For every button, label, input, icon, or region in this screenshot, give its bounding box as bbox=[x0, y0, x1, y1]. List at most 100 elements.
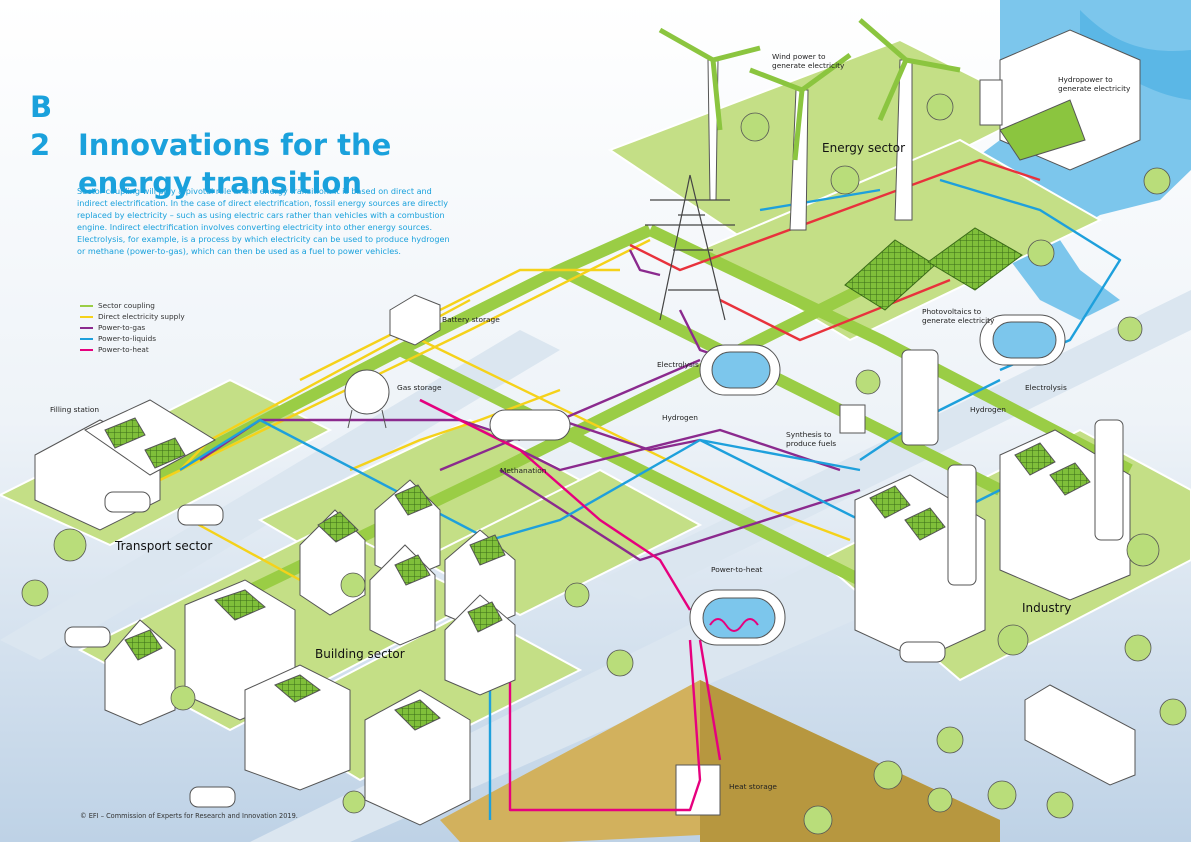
tree bbox=[936, 726, 964, 754]
houses bbox=[104, 479, 516, 826]
hydrogen-right-label: Hydrogen bbox=[970, 405, 1006, 414]
car bbox=[899, 641, 946, 663]
electrolysis-tanks bbox=[489, 314, 1066, 646]
tree bbox=[927, 787, 953, 813]
legend-swatch bbox=[80, 348, 93, 351]
hydro-dam bbox=[979, 29, 1141, 171]
building-sector-label: Building sector bbox=[315, 647, 405, 661]
legend: Sector coupling Direct electricity suppl… bbox=[80, 300, 185, 355]
car bbox=[177, 504, 224, 526]
car bbox=[189, 786, 236, 808]
tree bbox=[987, 780, 1017, 810]
title-number: B 2 bbox=[30, 90, 53, 162]
title-line-2: energy transition bbox=[78, 166, 362, 200]
tree bbox=[53, 528, 87, 562]
hydropower-label: Hydropower to generate electricity bbox=[1058, 75, 1131, 93]
title-line-1: Innovations for the bbox=[78, 128, 392, 162]
tree bbox=[1126, 533, 1160, 567]
tree bbox=[740, 112, 770, 142]
photovoltaics-label: Photovoltaics to generate electricity bbox=[922, 307, 995, 325]
gas-storage-tank bbox=[344, 369, 390, 429]
gas-storage-label: Gas storage bbox=[397, 383, 442, 392]
legend-label: Power-to-liquids bbox=[98, 334, 157, 343]
legend-swatch bbox=[80, 304, 93, 307]
industry-buildings bbox=[854, 419, 1131, 661]
tree bbox=[997, 624, 1029, 656]
energy-sector-label: Energy sector bbox=[822, 141, 906, 155]
apartment bbox=[364, 689, 471, 826]
tree bbox=[830, 165, 860, 195]
battery-storage bbox=[389, 294, 441, 346]
wind-turbine bbox=[749, 52, 852, 231]
legend-item: Direct electricity supply bbox=[80, 311, 185, 322]
house bbox=[374, 479, 441, 581]
trees bbox=[21, 93, 1187, 835]
electrolysis-right-label: Electrolysis bbox=[1025, 383, 1067, 392]
wind-turbine bbox=[658, 27, 761, 201]
legend-label: Power-to-gas bbox=[98, 323, 146, 332]
battery-storage-label: Battery storage bbox=[442, 315, 500, 324]
synthesis-label: Synthesis to produce fuels bbox=[786, 430, 837, 448]
synthesis-plant bbox=[839, 349, 939, 446]
tree bbox=[855, 369, 881, 395]
tree bbox=[1046, 791, 1074, 819]
house bbox=[104, 619, 176, 726]
wind-turbines bbox=[658, 18, 961, 231]
methanation-tank bbox=[489, 409, 571, 441]
legend-label: Direct electricity supply bbox=[98, 312, 185, 321]
tree bbox=[803, 805, 833, 835]
tree bbox=[340, 572, 366, 598]
house bbox=[369, 544, 436, 646]
tree bbox=[873, 760, 903, 790]
electrolysis-tank-center bbox=[699, 344, 781, 396]
legend-item: Sector coupling bbox=[80, 300, 185, 311]
tree bbox=[1117, 316, 1143, 342]
legend-swatch bbox=[80, 315, 93, 318]
legend-item: Power-to-gas bbox=[80, 322, 185, 333]
tree bbox=[1124, 634, 1152, 662]
sector-coupling-network bbox=[107, 224, 1133, 606]
tree bbox=[1143, 167, 1171, 195]
tree bbox=[1027, 239, 1055, 267]
copyright: © EFI – Commission of Experts for Resear… bbox=[80, 812, 298, 820]
legend-label: Sector coupling bbox=[98, 301, 155, 310]
tree bbox=[606, 649, 634, 677]
industry-label: Industry bbox=[1022, 601, 1072, 615]
tree bbox=[342, 790, 366, 814]
tree bbox=[170, 685, 196, 711]
electrolysis-tank-right bbox=[979, 314, 1066, 366]
hydrogen-center-label: Hydrogen bbox=[662, 413, 698, 422]
solar-fields bbox=[844, 227, 1023, 311]
electrolysis-center-label: Electrolysis bbox=[657, 360, 699, 369]
wind-turbine bbox=[858, 18, 961, 221]
apartment bbox=[244, 664, 351, 791]
page-title: B 2 Innovations for the energy transition bbox=[30, 88, 391, 202]
intro-text: Sector coupling will play a pivotal role… bbox=[77, 186, 450, 256]
vehicles bbox=[64, 491, 1136, 808]
tree bbox=[564, 582, 590, 608]
wind-power-label: Wind power to generate electricity bbox=[772, 52, 845, 70]
legend-swatch bbox=[80, 326, 93, 329]
bus bbox=[1024, 684, 1136, 786]
transport-sector-label: Transport sector bbox=[115, 539, 213, 553]
heat-storage-ground bbox=[440, 680, 1000, 842]
filling-station-label: Filling station bbox=[50, 405, 100, 414]
legend-swatch bbox=[80, 337, 93, 340]
car bbox=[64, 626, 111, 648]
heat-storage-tank bbox=[675, 764, 721, 816]
legend-item: Power-to-liquids bbox=[80, 333, 185, 344]
power-to-heat-tank bbox=[689, 589, 786, 646]
house bbox=[444, 529, 516, 631]
house bbox=[444, 594, 516, 696]
methanation-label: Methanation bbox=[500, 466, 547, 475]
car bbox=[104, 491, 151, 513]
tree bbox=[1159, 698, 1187, 726]
legend-item: Power-to-heat bbox=[80, 344, 185, 355]
power-pylon bbox=[645, 174, 735, 321]
tree bbox=[926, 93, 954, 121]
legend-label: Power-to-heat bbox=[98, 345, 149, 354]
tree bbox=[21, 579, 49, 607]
power-to-heat-label: Power-to-heat bbox=[711, 565, 763, 574]
heat-storage-label: Heat storage bbox=[729, 782, 777, 791]
